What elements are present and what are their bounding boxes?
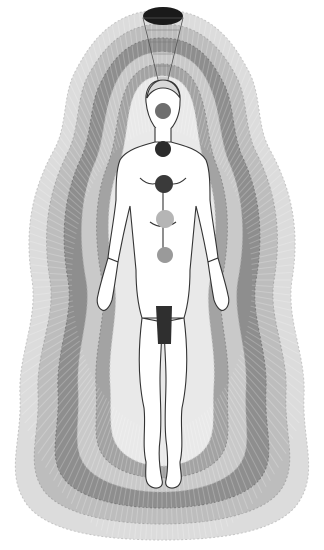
- third-eye-chakra: [155, 103, 171, 119]
- sacral-chakra: [157, 247, 173, 263]
- throat-chakra: [155, 141, 171, 157]
- neck: [155, 128, 171, 142]
- heart-chakra: [155, 175, 173, 193]
- crown-cap: [143, 7, 183, 25]
- solar-plexus-chakra: [156, 210, 174, 228]
- root-chakra: [156, 306, 172, 344]
